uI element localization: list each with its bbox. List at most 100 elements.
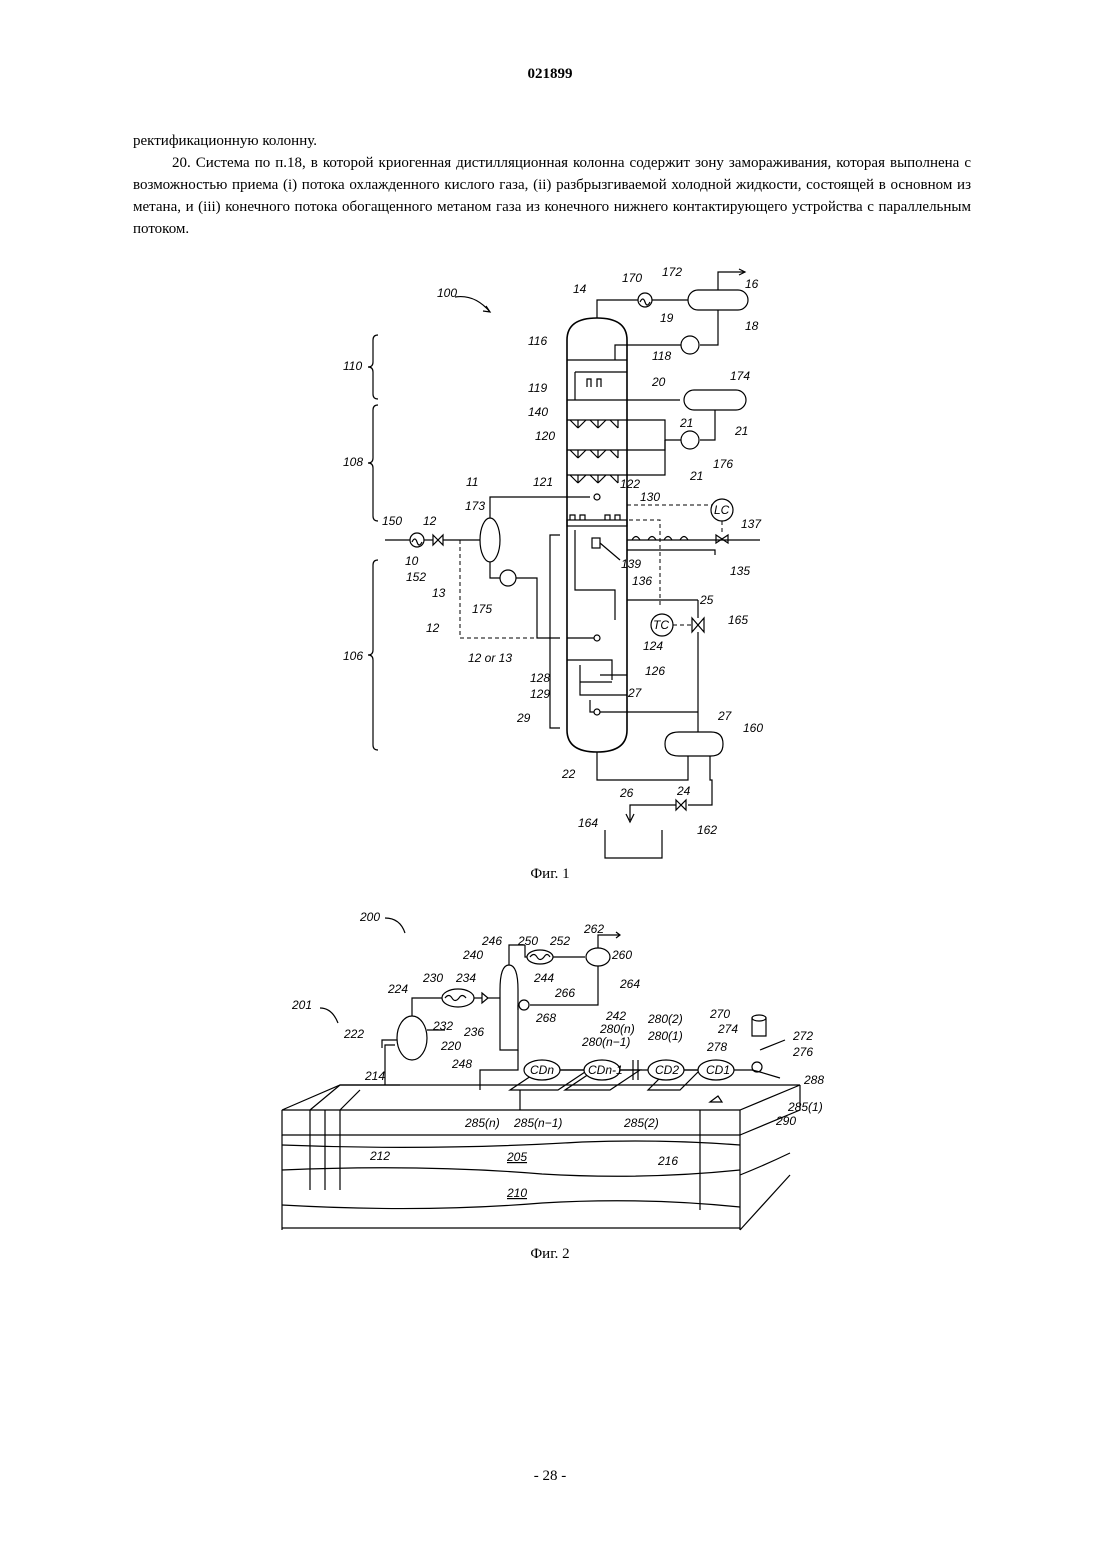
brace-106 <box>368 560 378 750</box>
label-230: 230 <box>422 971 443 985</box>
claim-20: 20. Система по п.18, в которой криогенна… <box>133 152 971 240</box>
label-264: 264 <box>619 977 640 991</box>
label-285n-1: 285(n−1) <box>513 1116 562 1130</box>
label-170: 170 <box>622 271 642 285</box>
label-137: 137 <box>741 517 762 531</box>
spray-nozzles <box>567 420 627 483</box>
label-262: 262 <box>583 922 604 936</box>
label-150: 150 <box>382 514 402 528</box>
chimney-139 <box>592 538 600 548</box>
label-205: 205 <box>506 1150 527 1164</box>
label-11: 11 <box>466 475 478 489</box>
ground-surface <box>282 1085 800 1110</box>
document-number: 021899 <box>0 66 1100 83</box>
label-212: 212 <box>369 1149 390 1163</box>
label-210: 210 <box>506 1186 527 1200</box>
label-236: 236 <box>463 1025 484 1039</box>
label-128: 128 <box>530 671 550 685</box>
label-260: 260 <box>611 948 632 962</box>
label-120: 120 <box>535 429 555 443</box>
label-119: 119 <box>528 381 547 395</box>
label-175: 175 <box>472 602 492 616</box>
label-cdn-1: CDn-1 <box>588 1063 623 1077</box>
label-18: 18 <box>745 319 759 333</box>
label-224: 224 <box>387 982 408 996</box>
label-29: 29 <box>516 711 531 725</box>
label-201: 201 <box>291 998 312 1012</box>
label-12-or-13: 12 or 13 <box>468 651 512 665</box>
label-12b: 12 <box>426 621 440 635</box>
figure-1-caption: Фиг. 1 <box>0 866 1100 883</box>
label-214: 214 <box>364 1069 385 1083</box>
reboiler-160 <box>665 732 723 756</box>
label-174: 174 <box>730 369 750 383</box>
label-121: 121 <box>533 475 553 489</box>
figure-2-caption: Фиг. 2 <box>0 1246 1100 1263</box>
label-290: 290 <box>775 1114 796 1128</box>
label-252: 252 <box>549 934 570 948</box>
label-268: 268 <box>535 1011 556 1025</box>
label-100: 100 <box>437 286 457 300</box>
label-280n-1: 280(n−1) <box>581 1035 630 1049</box>
valve-152 <box>433 535 443 545</box>
label-24: 24 <box>676 784 691 798</box>
label-285n: 285(n) <box>464 1116 500 1130</box>
label-12a: 12 <box>423 514 437 528</box>
label-122: 122 <box>620 477 640 491</box>
label-172: 172 <box>662 265 682 279</box>
label-270: 270 <box>709 1007 730 1021</box>
label-14: 14 <box>573 282 587 296</box>
claims-text: ректификационную колонну. 20. Система по… <box>133 130 971 240</box>
drum-172 <box>688 290 748 310</box>
label-13: 13 <box>432 586 446 600</box>
expander-236 <box>482 993 488 1003</box>
label-240: 240 <box>462 948 483 962</box>
label-135: 135 <box>730 564 750 578</box>
pump-19 <box>681 336 699 354</box>
figure-1-diagram: 100 110 108 106 170 172 16 14 19 18 116 … <box>330 260 790 860</box>
label-130: 130 <box>640 490 660 504</box>
label-cdn: CDn <box>530 1063 554 1077</box>
label-274: 274 <box>717 1022 738 1036</box>
paragraph-continuation: ректификационную колонну. <box>133 130 971 152</box>
label-25: 25 <box>699 593 714 607</box>
label-162: 162 <box>697 823 717 837</box>
label-288: 288 <box>803 1073 824 1087</box>
label-244: 244 <box>533 971 554 985</box>
label-250: 250 <box>517 934 538 948</box>
label-110: 110 <box>343 359 362 373</box>
label-232: 232 <box>432 1019 453 1033</box>
label-21b: 21 <box>734 424 748 438</box>
label-136: 136 <box>632 574 652 588</box>
label-266: 266 <box>554 986 575 1000</box>
label-176: 176 <box>713 457 733 471</box>
pump-175 <box>500 570 516 586</box>
label-10: 10 <box>405 554 419 568</box>
brace-108 <box>368 405 378 521</box>
label-21c: 21 <box>689 469 703 483</box>
separator-260 <box>586 948 610 966</box>
label-220: 220 <box>440 1039 461 1053</box>
label-tc: TC <box>653 618 669 632</box>
column-240 <box>500 965 518 1050</box>
valve-165 <box>692 618 704 632</box>
valve-162 <box>676 800 686 810</box>
label-165: 165 <box>728 613 748 627</box>
label-140: 140 <box>528 405 548 419</box>
label-16: 16 <box>745 277 759 291</box>
label-222: 222 <box>343 1027 364 1041</box>
label-152: 152 <box>406 570 426 584</box>
label-272: 272 <box>792 1029 813 1043</box>
label-139: 139 <box>621 557 641 571</box>
valve-137 <box>716 535 728 543</box>
label-248: 248 <box>451 1057 472 1071</box>
pump-266 <box>519 1000 529 1010</box>
label-280-1: 280(1) <box>647 1029 683 1043</box>
label-106: 106 <box>343 649 363 663</box>
label-242: 242 <box>605 1009 626 1023</box>
label-285-1: 285(1) <box>787 1100 823 1114</box>
label-280-2: 280(2) <box>647 1012 683 1026</box>
label-276: 276 <box>792 1045 813 1059</box>
figure-2-diagram: CDn CDn-1 CD2 CD1 200 246 250 252 262 26… <box>270 905 830 1245</box>
